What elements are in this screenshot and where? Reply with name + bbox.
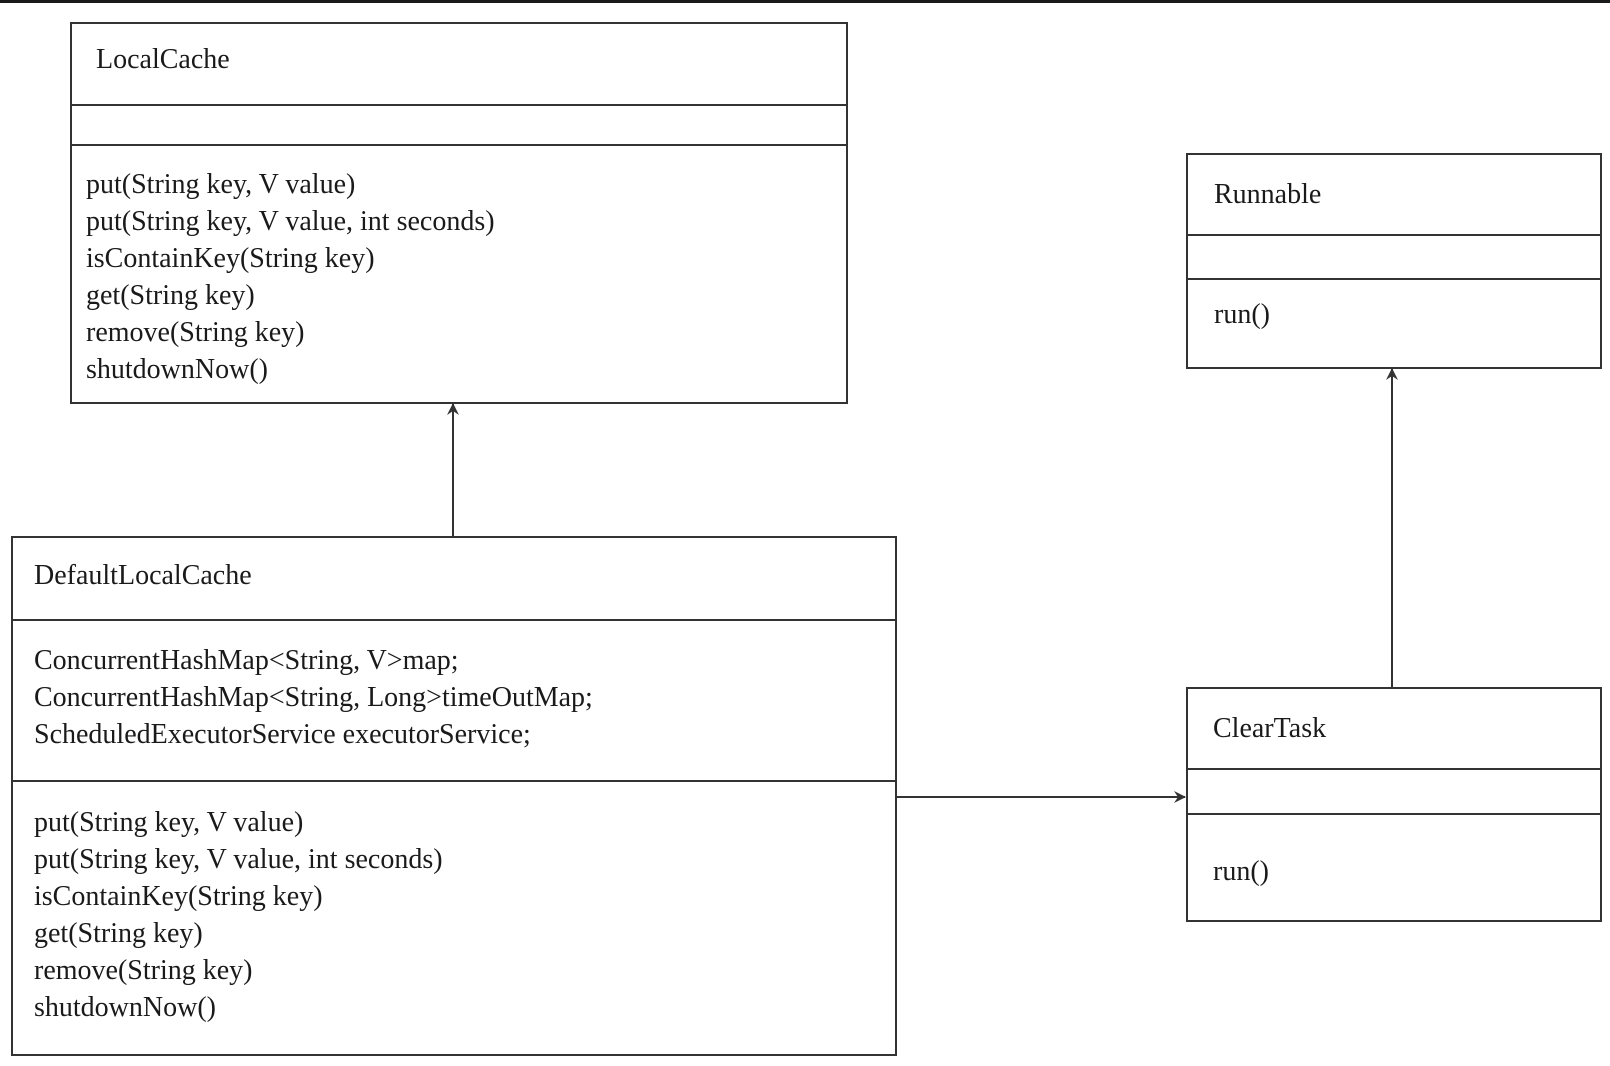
attribute: ConcurrentHashMap<String, Long>timeOutMa… <box>34 682 593 713</box>
method: run() <box>1213 856 1269 887</box>
class-name-section: Runnable <box>1188 155 1600 236</box>
method: shutdownNow() <box>86 354 268 385</box>
class-name: Runnable <box>1214 179 1322 210</box>
method: run() <box>1214 299 1270 330</box>
method: isContainKey(String key) <box>34 881 323 912</box>
attribute: ScheduledExecutorService executorService… <box>34 719 531 750</box>
class-methods-section: run() <box>1188 280 1600 333</box>
attribute: ConcurrentHashMap<String, V>map; <box>34 645 459 676</box>
class-methods-section: put(String key, V value) put(String key,… <box>72 146 846 388</box>
class-attributes-section <box>1188 236 1600 280</box>
class-attributes-section: ConcurrentHashMap<String, V>map; Concurr… <box>13 621 895 782</box>
class-attributes-section <box>72 106 846 146</box>
class-name-section: ClearTask <box>1188 689 1600 770</box>
class-methods-section: run() <box>1188 815 1600 890</box>
method: put(String key, V value) <box>34 807 304 838</box>
class-box-localcache[interactable]: LocalCache put(String key, V value) put(… <box>70 22 848 404</box>
method: remove(String key) <box>86 317 305 348</box>
class-name-section: DefaultLocalCache <box>13 538 895 621</box>
class-box-cleartask[interactable]: ClearTask run() <box>1186 687 1602 922</box>
method: shutdownNow() <box>34 992 216 1023</box>
class-methods-section: put(String key, V value) put(String key,… <box>13 782 895 1026</box>
class-name: DefaultLocalCache <box>34 560 252 591</box>
class-name: LocalCache <box>96 44 230 75</box>
method: isContainKey(String key) <box>86 243 375 274</box>
class-name-section: LocalCache <box>72 24 846 106</box>
method: put(String key, V value) <box>86 169 356 200</box>
top-border <box>0 0 1610 3</box>
method: put(String key, V value, int seconds) <box>34 844 443 875</box>
method: put(String key, V value, int seconds) <box>86 206 495 237</box>
method: get(String key) <box>86 280 255 311</box>
class-name: ClearTask <box>1213 713 1327 744</box>
class-attributes-section <box>1188 770 1600 815</box>
method: get(String key) <box>34 918 203 949</box>
class-box-defaultlocalcache[interactable]: DefaultLocalCache ConcurrentHashMap<Stri… <box>11 536 897 1056</box>
class-box-runnable[interactable]: Runnable run() <box>1186 153 1602 369</box>
method: remove(String key) <box>34 955 253 986</box>
